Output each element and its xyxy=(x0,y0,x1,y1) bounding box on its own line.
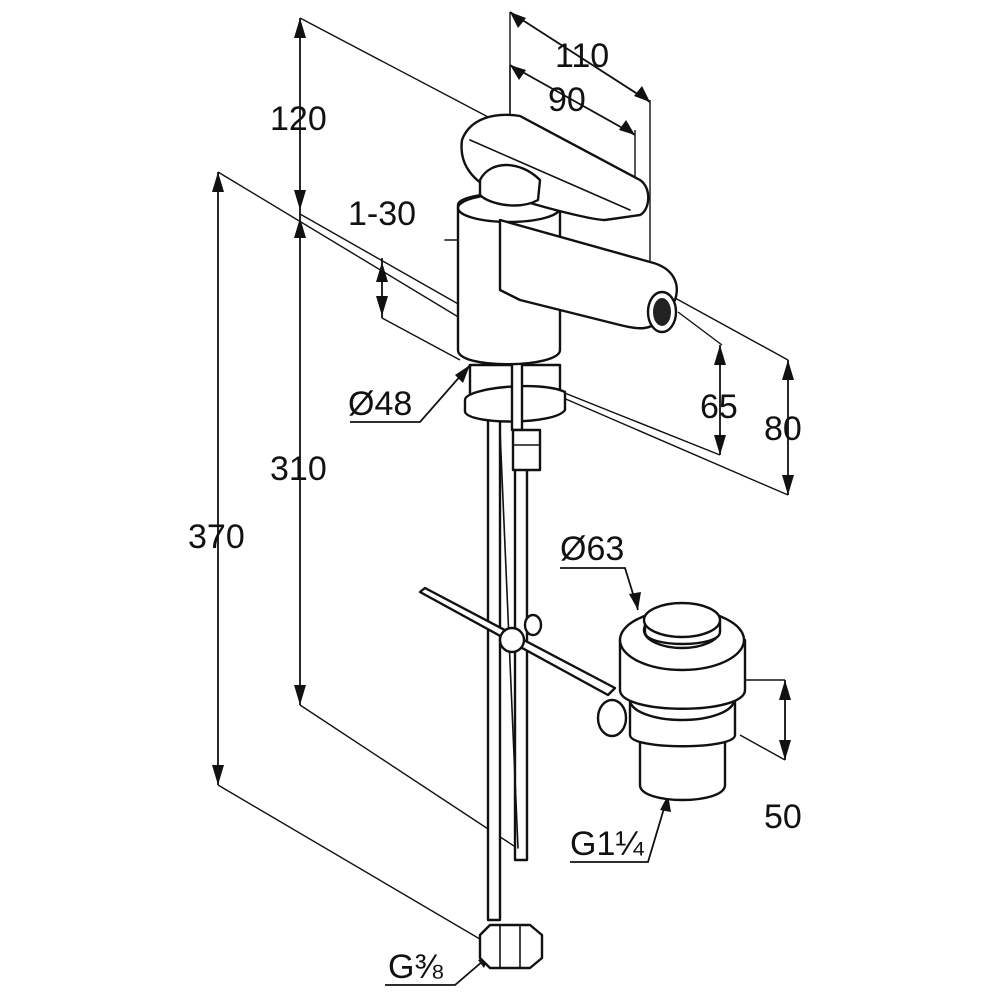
supply-hose xyxy=(486,413,529,922)
lever-handle xyxy=(460,113,650,222)
dim-g-3-8: G⅜ xyxy=(388,948,443,986)
pop-up-waste xyxy=(596,601,747,802)
pop-up-rod xyxy=(418,586,617,697)
dim-370: 370 xyxy=(188,518,245,556)
dim-65: 65 xyxy=(700,388,738,426)
dimension-arrows xyxy=(212,12,794,968)
supply-nut xyxy=(478,923,544,970)
dim-g-1-1-4: G1¼ xyxy=(570,825,644,863)
dim-diameter-48: Ø48 xyxy=(348,385,412,423)
dim-1-30: 1-30 xyxy=(348,195,416,233)
dim-120: 120 xyxy=(270,100,327,138)
dim-diameter-63: Ø63 xyxy=(560,530,624,568)
dim-90: 90 xyxy=(548,81,586,119)
dim-110: 110 xyxy=(555,37,609,75)
mounting-set xyxy=(463,358,567,472)
dim-310: 310 xyxy=(270,450,327,488)
spout xyxy=(498,218,678,334)
dim-80: 80 xyxy=(764,410,802,448)
dim-50: 50 xyxy=(764,798,802,836)
